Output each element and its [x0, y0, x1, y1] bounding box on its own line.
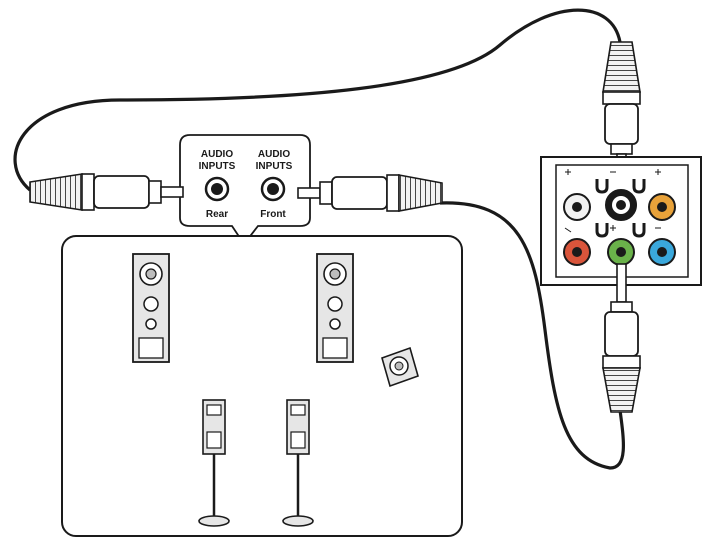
- audio-jack-red[interactable]: [563, 238, 591, 266]
- rear-label-line2: INPUTS: [199, 161, 236, 172]
- front-label-line1: AUDIO: [258, 149, 290, 160]
- audio-jack-lightblue[interactable]: [648, 238, 676, 266]
- satellite-speaker-on-stand-icon: [198, 399, 230, 527]
- audio-jack-white[interactable]: [563, 193, 591, 221]
- audio-jack-black[interactable]: [605, 189, 637, 221]
- cables: [13, 8, 626, 470]
- speaker-tower-icon: [316, 253, 354, 363]
- front-label-line2: INPUTS: [256, 161, 293, 172]
- speaker-system-box: [61, 235, 463, 537]
- front-input-jack[interactable]: [260, 176, 286, 202]
- rear-label-line1: AUDIO: [201, 149, 233, 160]
- rear-input-jack[interactable]: [204, 176, 230, 202]
- pc-audio-panel: [540, 156, 702, 286]
- subwoofer-icon: [381, 346, 419, 388]
- audio-jack-orange[interactable]: [648, 193, 676, 221]
- speaker-tower-icon: [132, 253, 170, 363]
- rca-plug-icon: [29, 173, 184, 211]
- audio-inputs-callout: AUDIO INPUTS AUDIO INPUTS Rear Front: [179, 134, 311, 246]
- rca-plug-icon: [602, 263, 641, 413]
- front-sub-label: Front: [260, 209, 286, 220]
- front-cable: [439, 201, 626, 470]
- rear-cable: [13, 8, 622, 192]
- rca-plug-icon: [297, 174, 443, 212]
- rear-sub-label: Rear: [206, 209, 228, 220]
- audio-jack-green[interactable]: [607, 238, 635, 266]
- satellite-speaker-on-stand-icon: [282, 399, 314, 527]
